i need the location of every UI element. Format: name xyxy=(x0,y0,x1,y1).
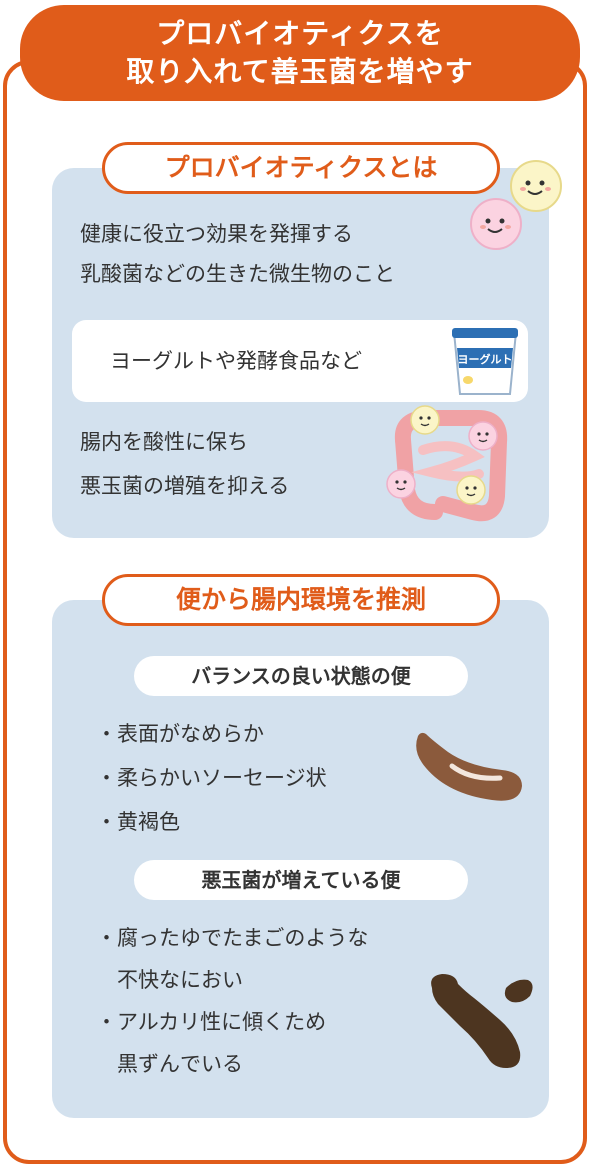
effect-line-1: 腸内を酸性に保ち xyxy=(80,430,248,454)
bad-stool-title: 悪玉菌が増えている便 xyxy=(134,860,468,900)
good-stool-title: バランスの良い状態の便 xyxy=(134,656,468,696)
probiotics-desc-line-2: 乳酸菌などの生きた微生物のこと xyxy=(80,262,395,286)
good-item-3: ・黄褐色 xyxy=(96,810,180,834)
unhealthy-stool-icon xyxy=(431,974,533,1068)
yogurt-label: ヨーグルト xyxy=(458,352,513,366)
intestine-icon xyxy=(386,405,508,522)
bacteria-yellow-icon xyxy=(510,160,562,212)
bacteria-pink-icon xyxy=(470,198,522,250)
bad-item-2: 不快なにおい xyxy=(96,968,243,992)
healthy-stool-icon xyxy=(416,732,522,801)
bad-item-4: 黒ずんでいる xyxy=(96,1052,243,1076)
section-heading-probiotics: プロバイオティクスとは xyxy=(102,142,500,194)
probiotics-desc-line-1: 健康に役立つ効果を発揮する xyxy=(80,222,353,246)
bad-item-1: ・腐ったゆでたまごのような xyxy=(96,926,369,950)
yogurt-cup-icon: ヨーグルト xyxy=(452,328,518,395)
banner-line-2: 取り入れて善玉菌を増やす xyxy=(126,55,474,88)
good-item-2: ・柔らかいソーセージ状 xyxy=(96,766,327,790)
example-text: ヨーグルトや発酵食品など xyxy=(110,349,362,373)
bad-item-3: ・アルカリ性に傾くため xyxy=(96,1010,327,1034)
effect-line-2: 悪玉菌の増殖を抑える xyxy=(80,474,290,498)
section-heading-stool: 便から腸内環境を推測 xyxy=(102,574,500,626)
banner-line-1: プロバイオティクスを xyxy=(156,17,444,50)
title-banner: プロバイオティクスを 取り入れて善玉菌を増やす xyxy=(20,5,580,101)
good-item-1: ・表面がなめらか xyxy=(96,722,264,746)
